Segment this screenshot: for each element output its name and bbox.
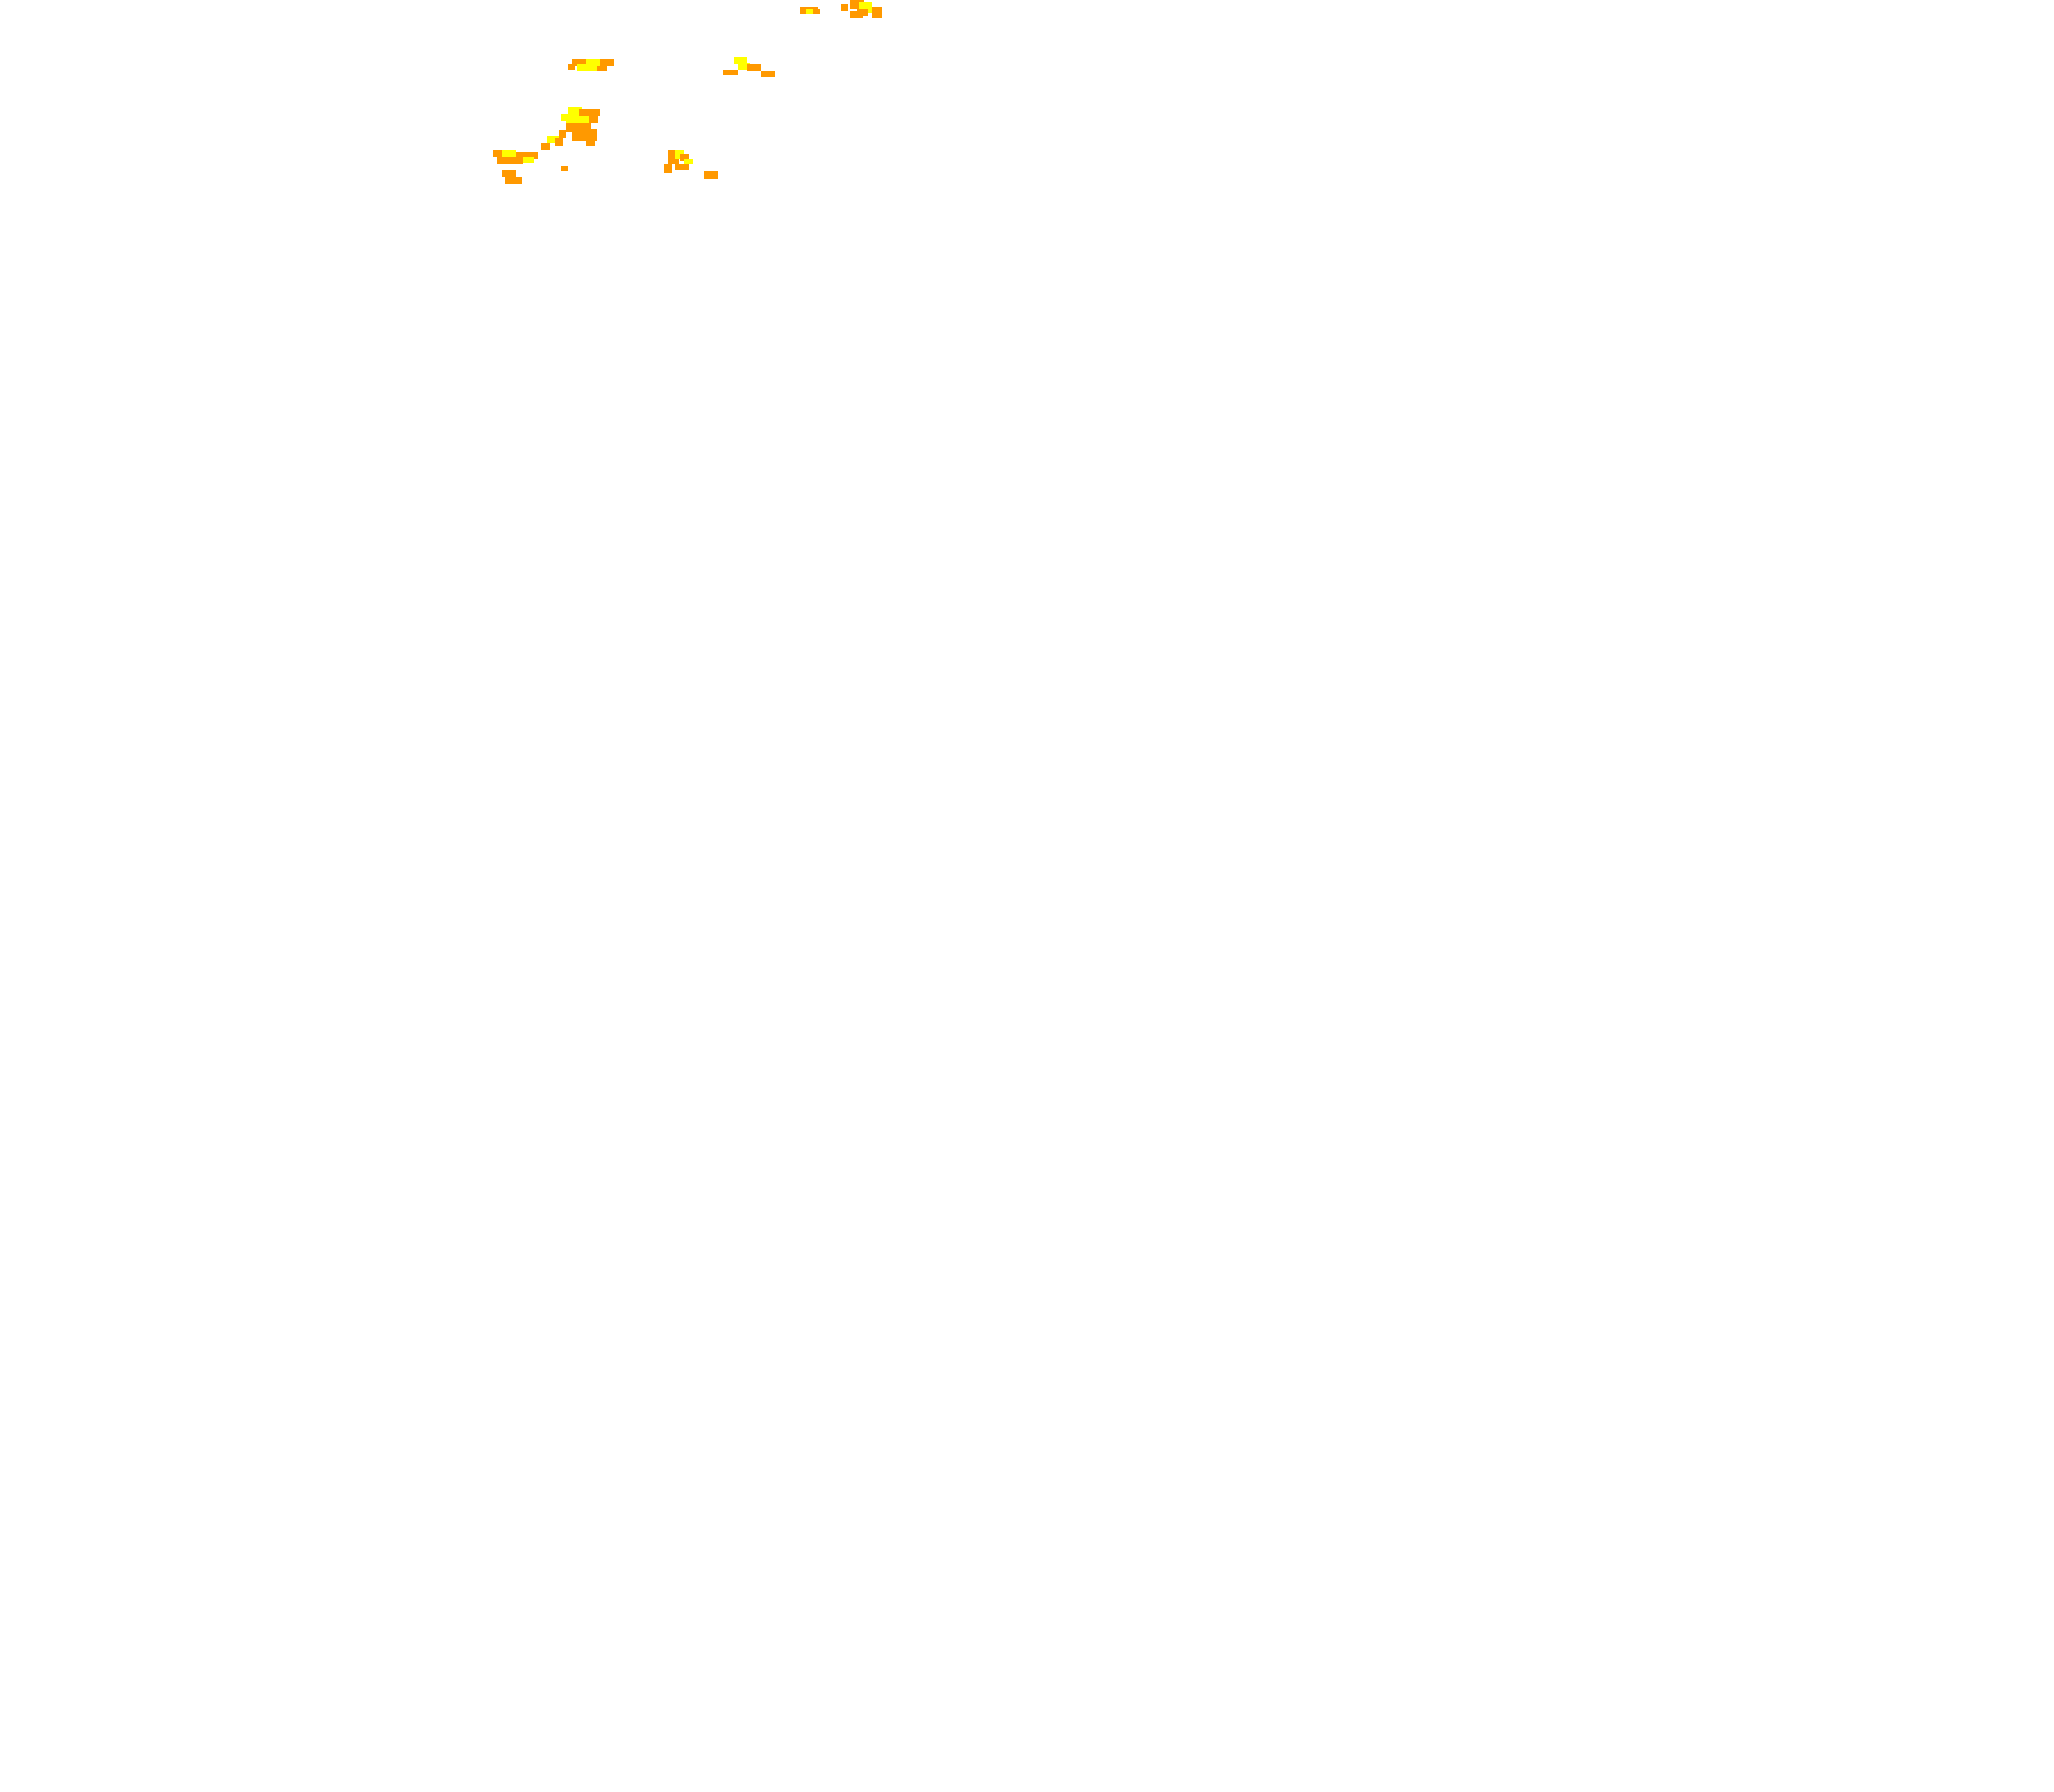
heat-cluster-central-cell xyxy=(572,129,597,141)
heat-cluster-south-1-cell xyxy=(684,159,693,164)
heat-cluster-west-1-cell xyxy=(572,59,586,66)
heat-cluster-north-1 xyxy=(800,7,820,14)
heat-cluster-central-cell xyxy=(568,107,582,116)
heat-cluster-southwest-cell xyxy=(493,150,505,157)
heat-cluster-southwest-cell xyxy=(523,157,534,163)
heat-cluster-south-2 xyxy=(704,171,718,179)
heat-cluster-southwest-cell xyxy=(505,177,522,184)
heat-cluster-west-2-cell xyxy=(738,63,750,70)
heat-cluster-west-1-cell xyxy=(568,64,575,70)
heat-cluster-central-cell xyxy=(555,138,563,146)
heat-cluster-west-1-cell xyxy=(586,59,600,66)
heat-cluster-south-1-cell xyxy=(668,159,679,164)
heat-cluster-west-1-cell xyxy=(597,66,607,71)
heat-cluster-southwest-cell xyxy=(505,157,523,164)
heat-cluster-central-cell xyxy=(573,116,589,123)
heat-cluster-north-2 xyxy=(841,0,882,18)
heat-cluster-central-cell xyxy=(561,166,568,171)
heat-cluster-south-1 xyxy=(664,150,693,173)
heat-cluster-west-2-cell xyxy=(734,57,747,64)
heat-cluster-central-cell xyxy=(559,130,566,138)
heat-cluster-north-1-cell xyxy=(806,9,813,14)
heat-cluster-central-cell xyxy=(547,136,559,143)
heat-cluster-central xyxy=(541,107,600,171)
heat-cluster-central-cell xyxy=(566,116,573,125)
heat-cluster-south-1-cell xyxy=(680,154,689,161)
heat-cluster-north-2-cell xyxy=(850,0,864,9)
heat-cluster-west-1-cell xyxy=(577,64,597,71)
heat-cluster-central-cell xyxy=(541,143,550,150)
heat-cluster-north-1-cell xyxy=(813,9,820,14)
heat-cluster-west-2 xyxy=(723,57,775,77)
heat-cluster-north-2-cell xyxy=(850,11,863,18)
heat-cluster-north-2-cell xyxy=(841,4,848,11)
heat-cluster-southwest-cell xyxy=(502,170,516,177)
heat-cluster-southwest-cell xyxy=(497,157,507,164)
heat-cluster-south-2-cell xyxy=(704,171,718,179)
heat-cluster-southwest-cell xyxy=(516,152,538,159)
heat-cluster-southwest xyxy=(493,150,538,184)
heat-cluster-west-2-cell xyxy=(723,70,738,75)
heat-cluster-north-2-cell xyxy=(872,7,882,18)
heat-cluster-west-1 xyxy=(568,59,614,71)
heat-cluster-south-1-cell xyxy=(675,164,689,170)
heat-cluster-south-1-cell xyxy=(675,150,684,159)
heat-cluster-central-cell xyxy=(579,109,600,116)
heat-cluster-west-1-cell xyxy=(600,59,614,66)
heat-cluster-south-1-cell xyxy=(664,164,672,173)
heat-cluster-central-cell xyxy=(566,123,591,132)
heat-cluster-southwest-cell xyxy=(502,150,516,157)
heat-cluster-central-cell xyxy=(586,139,595,146)
heat-cluster-central-cell xyxy=(589,116,598,123)
heat-cluster-west-2-cell xyxy=(761,71,775,77)
heat-cluster-south-1-cell xyxy=(668,150,675,159)
heat-cluster-central-cell xyxy=(561,114,570,121)
heat-cluster-west-2-cell xyxy=(747,64,761,71)
